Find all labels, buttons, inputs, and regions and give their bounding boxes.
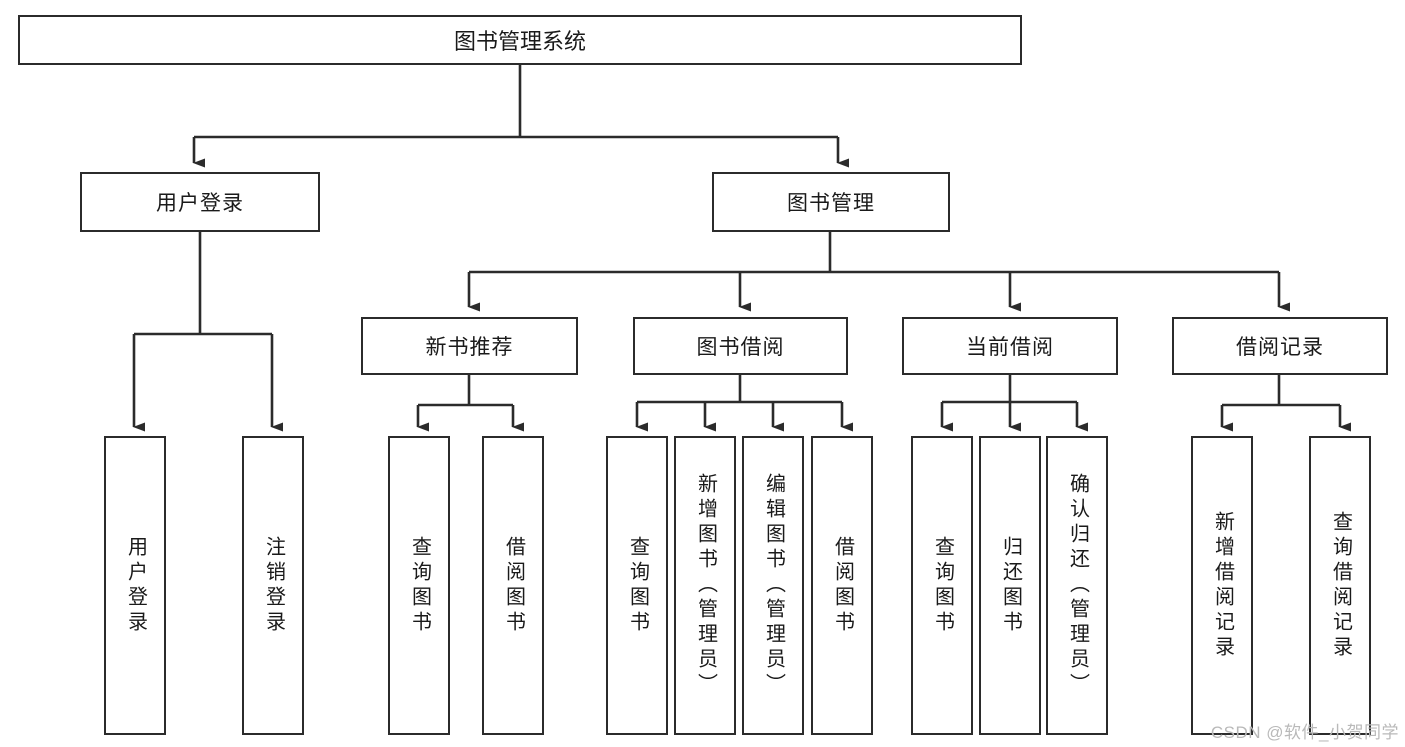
leaf-query-borrow-record[interactable]: 查询借阅记录: [1309, 436, 1371, 735]
leaf-borrow-books-borrow[interactable]: 借阅图书: [811, 436, 873, 735]
leaf-query-books-recommend[interactable]: 查询图书: [388, 436, 450, 735]
node-new-book-recommend[interactable]: 新书推荐: [361, 317, 578, 375]
leaf-borrow-books-recommend[interactable]: 借阅图书: [482, 436, 544, 735]
node-book-management[interactable]: 图书管理: [712, 172, 950, 232]
leaf-edit-book-admin[interactable]: 编辑图书（管理员）: [742, 436, 804, 735]
node-borrow-record[interactable]: 借阅记录: [1172, 317, 1388, 375]
node-root[interactable]: 图书管理系统: [18, 15, 1022, 65]
leaf-confirm-return-admin[interactable]: 确认归还（管理员）: [1046, 436, 1108, 735]
leaf-user-login[interactable]: 用户登录: [104, 436, 166, 735]
leaf-query-books-current[interactable]: 查询图书: [911, 436, 973, 735]
watermark: CSDN @软件_小贺同学: [1210, 723, 1399, 742]
node-current-borrow[interactable]: 当前借阅: [902, 317, 1118, 375]
leaf-return-books[interactable]: 归还图书: [979, 436, 1041, 735]
leaf-add-book-admin[interactable]: 新增图书（管理员）: [674, 436, 736, 735]
node-book-borrow[interactable]: 图书借阅: [633, 317, 848, 375]
leaf-add-borrow-record[interactable]: 新增借阅记录: [1191, 436, 1253, 735]
leaf-logout[interactable]: 注销登录: [242, 436, 304, 735]
node-user-login[interactable]: 用户登录: [80, 172, 320, 232]
leaf-query-books-borrow[interactable]: 查询图书: [606, 436, 668, 735]
